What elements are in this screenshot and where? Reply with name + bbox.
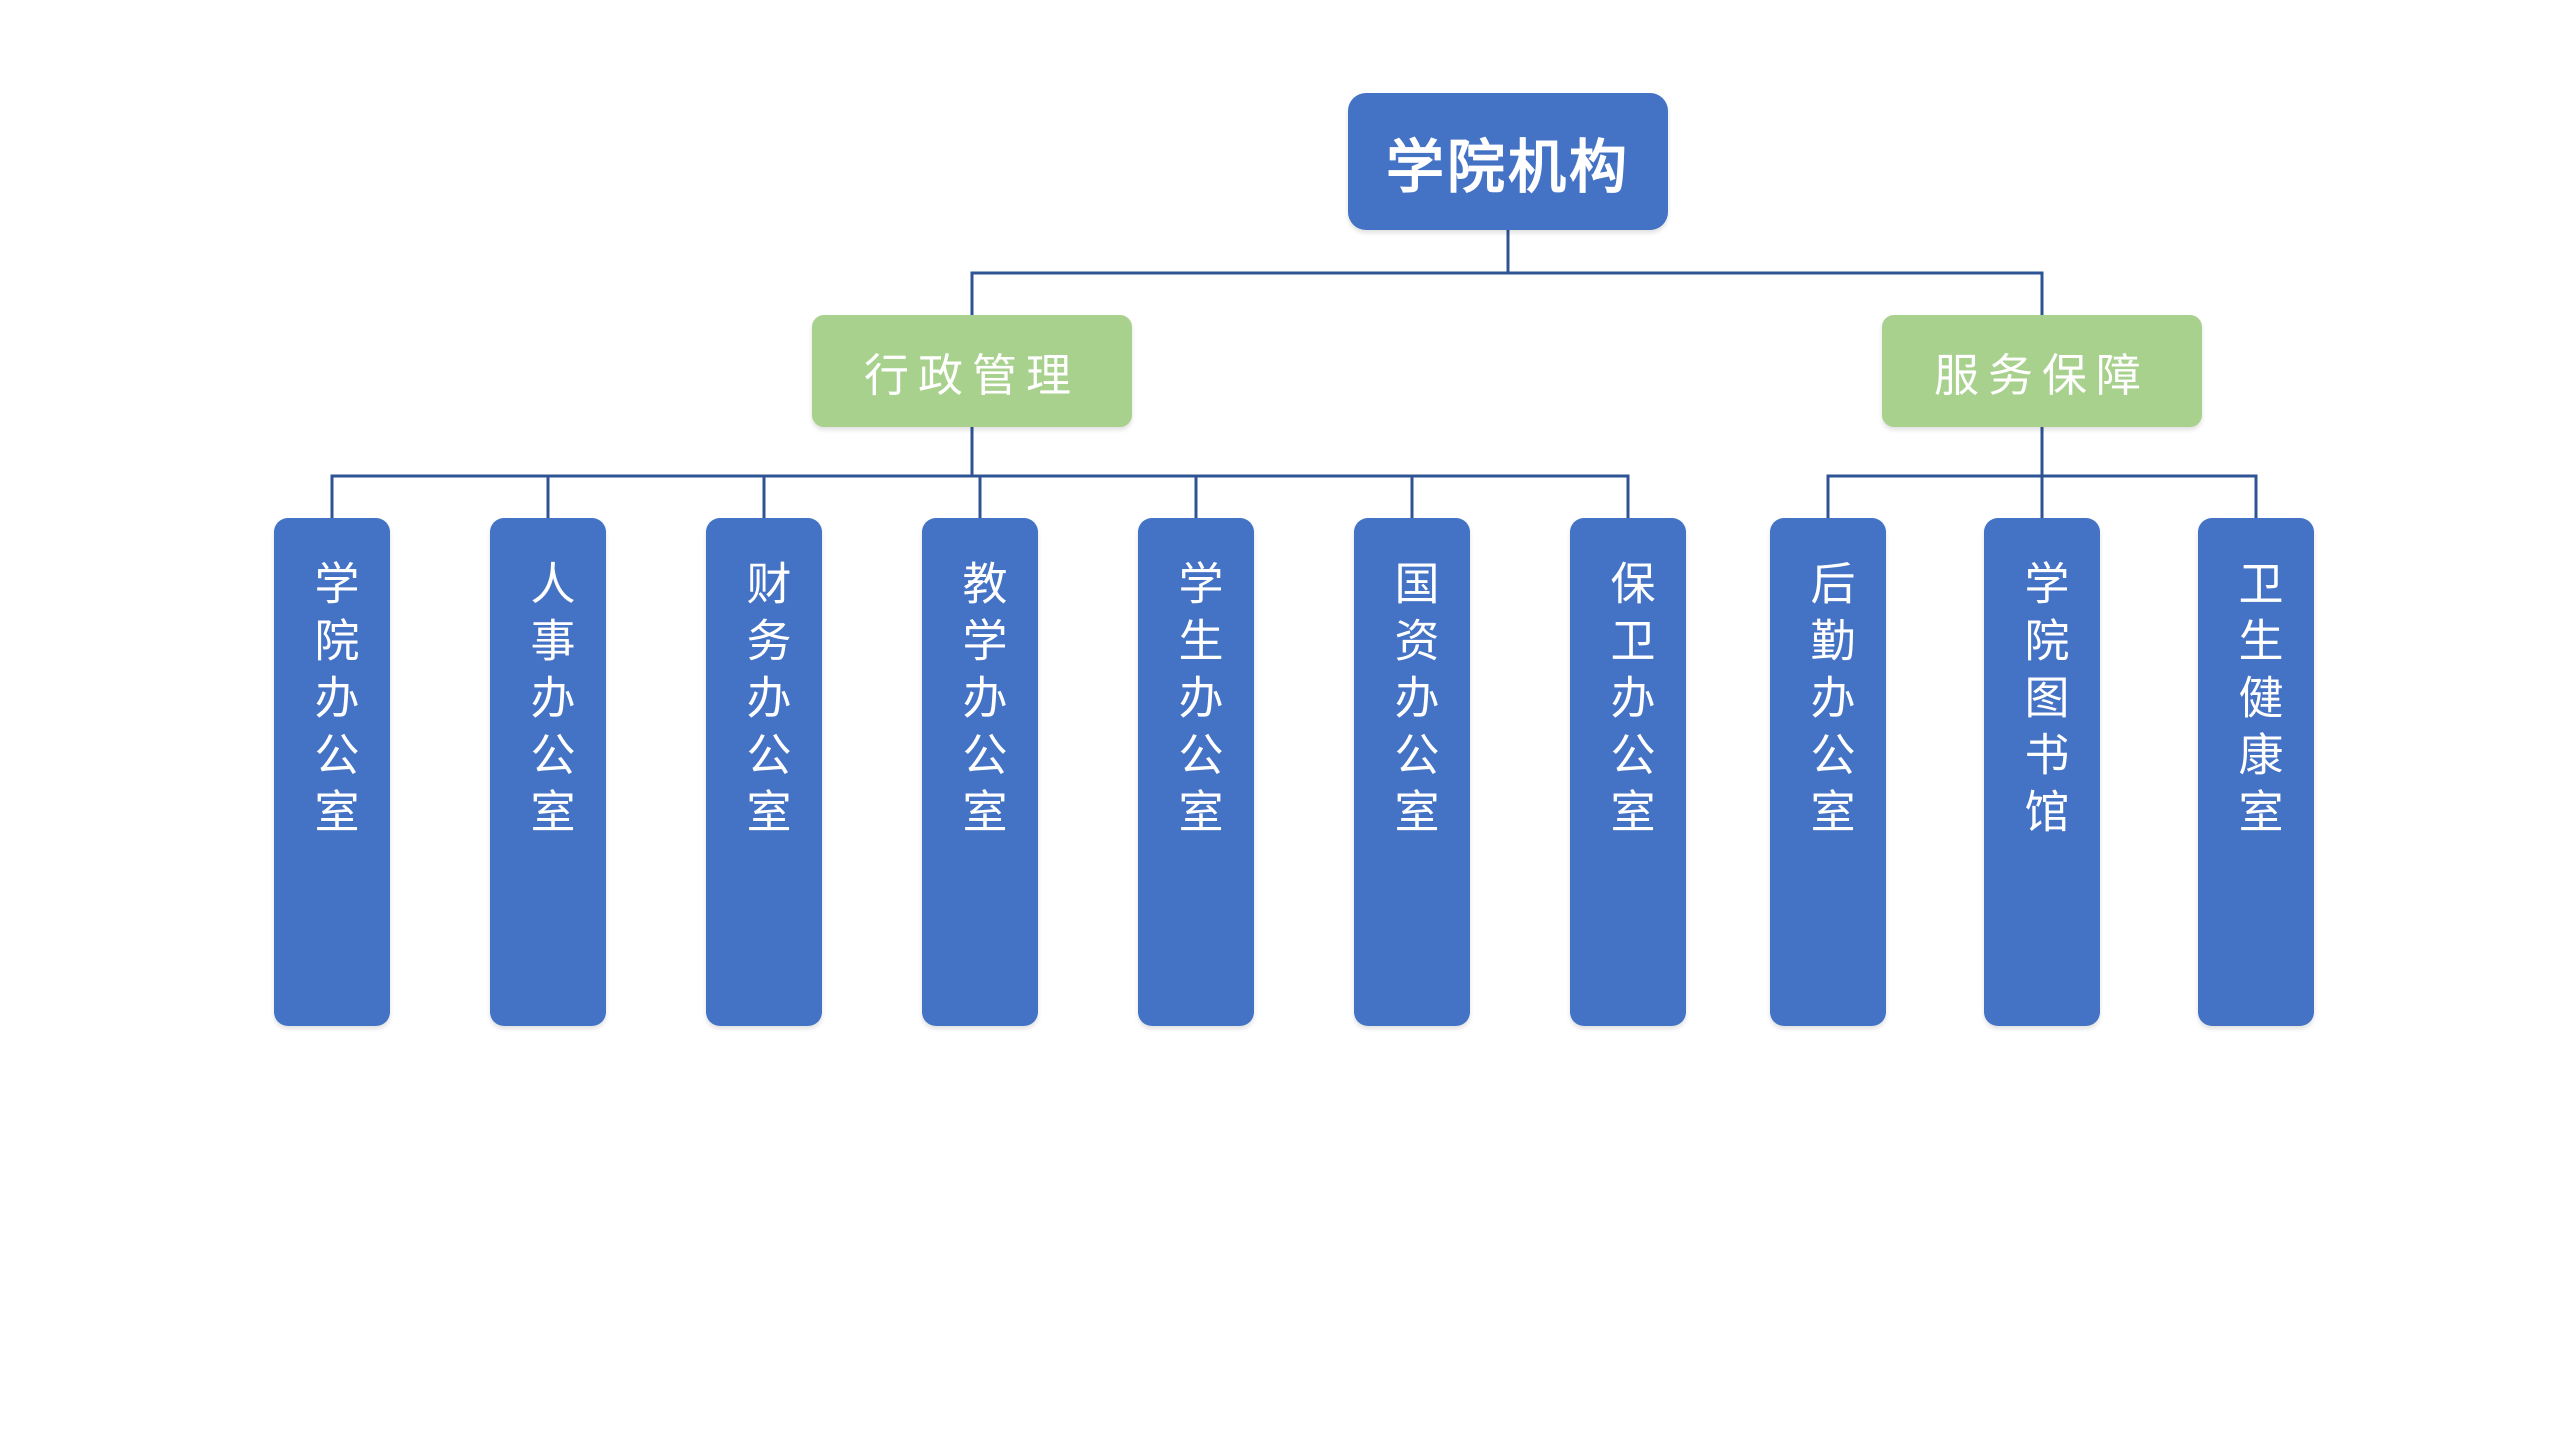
node-root-college-organization[interactable]: 学院机构 [1348,93,1668,230]
node-service-support[interactable]: 服务保障 [1882,315,2202,427]
node-health-room[interactable]: 卫生健康室 [2198,518,2314,1026]
node-finance-office-label: 财务办公室 [739,560,790,845]
node-admin-management-label: 行政管理 [863,350,1080,401]
node-security-office-label: 保卫办公室 [1603,560,1654,845]
node-security-office[interactable]: 保卫办公室 [1570,518,1686,1026]
node-state-assets-office[interactable]: 国资办公室 [1354,518,1470,1026]
node-college-office-label: 学院办公室 [307,560,358,845]
node-state-assets-office-label: 国资办公室 [1387,560,1438,845]
node-hr-office-label: 人事办公室 [523,560,574,845]
node-teaching-office-label: 教学办公室 [955,560,1006,845]
node-logistics-office-label: 后勤办公室 [1803,560,1854,845]
node-student-office-label: 学生办公室 [1171,560,1222,845]
node-hr-office[interactable]: 人事办公室 [490,518,606,1026]
node-college-office[interactable]: 学院办公室 [274,518,390,1026]
node-library-label: 学院图书馆 [2017,560,2068,845]
node-finance-office[interactable]: 财务办公室 [706,518,822,1026]
node-teaching-office[interactable]: 教学办公室 [922,518,1038,1026]
node-admin-management[interactable]: 行政管理 [812,315,1132,427]
node-health-room-label: 卫生健康室 [2231,560,2282,845]
node-student-office[interactable]: 学生办公室 [1138,518,1254,1026]
node-logistics-office[interactable]: 后勤办公室 [1770,518,1886,1026]
node-service-support-label: 服务保障 [1933,350,2150,401]
node-root-label: 学院机构 [1385,134,1630,200]
node-library[interactable]: 学院图书馆 [1984,518,2100,1026]
